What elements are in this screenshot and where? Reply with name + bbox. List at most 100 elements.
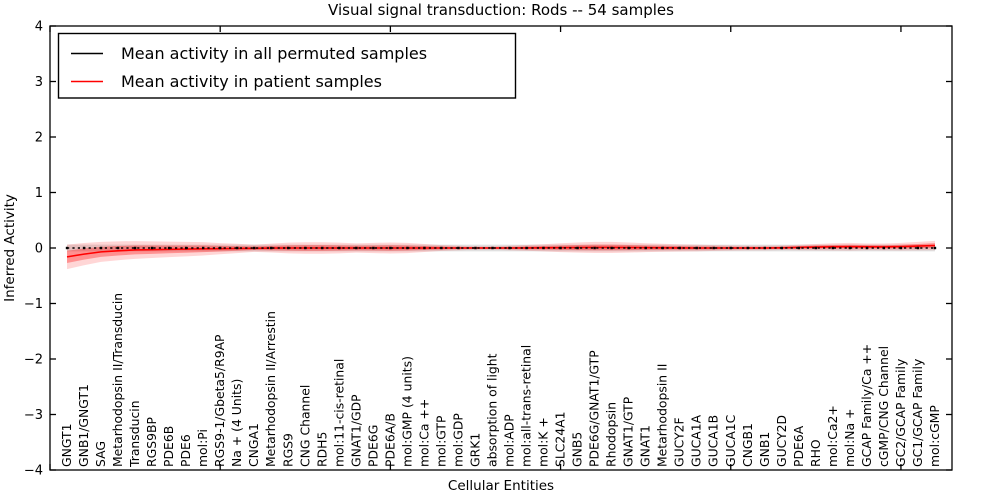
point-marker [559,246,562,250]
series-layer [65,244,937,258]
category-label: PDE6A/B [382,413,397,467]
point-marker [695,246,698,250]
point-marker [184,246,188,250]
category-label: CNGA1 [246,423,261,467]
category-label: GUCA1B [706,415,721,467]
point-marker [814,246,818,250]
point-marker [82,246,86,250]
category-label: RGS9-1/Gbeta5/R9AP [212,334,227,467]
category-label: SLC24A1 [553,411,568,467]
bands-layer [67,240,935,270]
point-marker [627,246,630,250]
category-label: GC1/GCAP Family [910,359,925,467]
y-tick-label: 0 [35,242,43,257]
category-label: mol:ADP [502,414,517,467]
category-label: PDE6B [161,426,176,467]
point-marker [133,246,137,250]
category-label: PDE6A [791,425,806,467]
point-marker [763,246,766,250]
y-tick-label: −4 [24,464,43,479]
category-label: SAG [93,441,108,467]
point-marker [99,246,103,250]
legend-box [57,32,517,99]
point-marker [440,246,443,250]
point-marker [270,246,273,250]
point-marker [916,246,920,250]
category-label: GUCY2F [672,417,687,467]
category-label: GRK1 [467,433,482,467]
category-label: mol:GDP [450,413,465,467]
category-label: mol:11-cis-retinal [331,359,346,467]
category-label: RHO [808,439,823,467]
y-tick-label: 4 [35,20,43,35]
category-label: RDH5 [314,432,329,467]
point-marker [474,246,477,250]
point-marker [457,246,460,250]
point-marker [678,246,681,250]
category-label: GC2/GCAP Family [893,359,908,467]
legend-label-patient-samples: Mean activity in patient samples [121,72,382,91]
point-marker [712,246,715,250]
point-marker [576,246,579,250]
x-axis-label: Cellular Entities [448,478,554,494]
category-label: GNB1 [757,432,772,467]
point-marker [65,246,69,250]
legend-label-permuted-samples: Mean activity in all permuted samples [121,44,427,63]
category-label: absorption of light [484,353,499,467]
point-marker [338,246,341,250]
category-label: cGMP/CNG Channel [876,346,891,467]
category-label: GNAT1 [638,425,653,467]
category-label: mol:all-trans-retinal [519,345,534,467]
category-label: GUCY2D [774,415,789,467]
point-marker [610,246,613,250]
category-label: Metarhodopsin II/Arrestin [263,311,278,467]
point-marker [797,246,801,250]
category-label: mol:Na + [842,409,857,467]
y-tick-label: −2 [24,353,43,368]
category-label: Metarhodopsin II/Transducin [110,293,125,467]
category-label: Transducin [127,400,142,468]
category-label: GNAT1/GTP [621,396,636,467]
y-axis-label: Inferred Activity [2,194,18,302]
category-label: mol:Ca ++ [416,399,431,467]
category-label: GNGT1 [59,424,74,467]
category-label: GUCA1A [689,414,704,467]
plot-frame [49,25,953,471]
y-tick-label: 3 [35,75,43,90]
legend: Mean activity in all permuted samples Me… [57,32,517,99]
point-marker [218,246,222,250]
category-label: GNB5 [570,432,585,467]
category-label: Na + (4 Units) [229,379,244,467]
category-label: CNG Channel [297,385,312,467]
point-marker [287,246,290,250]
point-marker [542,246,545,250]
point-marker [236,246,239,250]
category-label: mol:GMP (4 units) [399,356,414,467]
point-marker [661,246,664,250]
point-marker [491,246,494,250]
point-marker [406,246,409,250]
point-marker [253,246,256,250]
category-label: mol:Pi [195,429,210,467]
point-marker [746,246,749,250]
category-label: GUCA1C [723,415,738,467]
y-tick-label: −3 [24,408,43,423]
point-marker [644,246,647,250]
point-marker [150,246,154,250]
category-label: GNAT1/GDP [348,394,363,467]
category-label: PDE6G/GNAT1/GTP [587,350,602,467]
y-tick-label: 2 [35,131,43,146]
category-label: PDE6 [178,434,193,467]
point-marker [831,246,835,250]
category-label: PDE6G [365,425,380,467]
point-marker [304,246,307,250]
point-marker [593,246,596,250]
category-label: CNGB1 [740,423,755,467]
chart-title: Visual signal transduction: Rods -- 54 s… [328,1,674,19]
category-label: mol:GTP [433,415,448,467]
point-marker [780,246,784,250]
